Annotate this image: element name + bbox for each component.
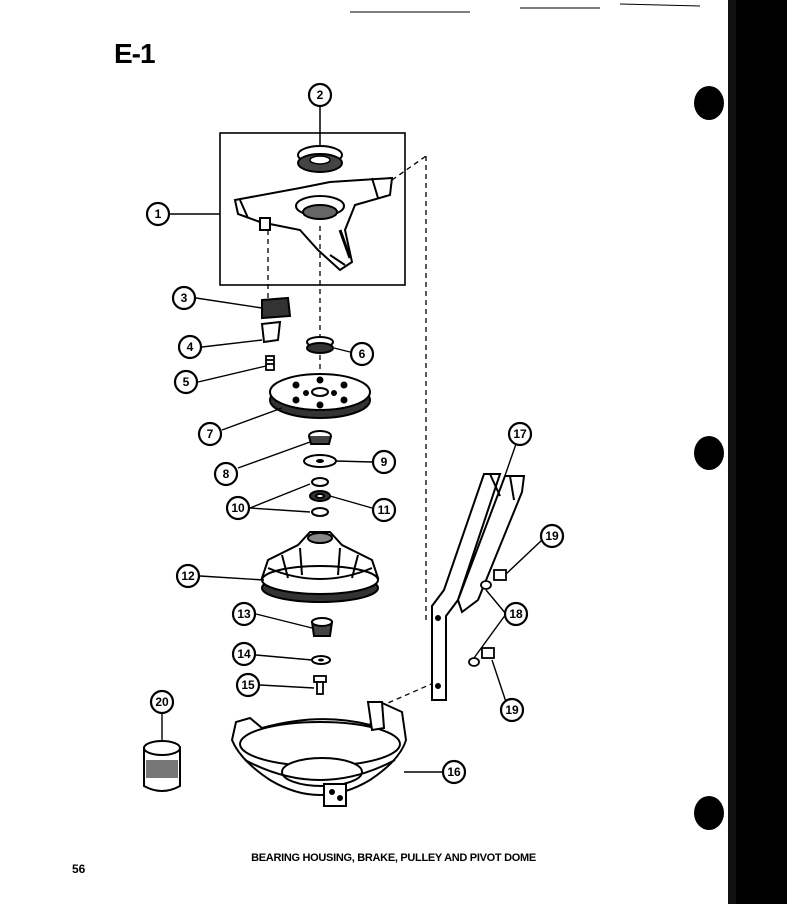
callout-7: 7 bbox=[197, 421, 223, 447]
part-1-group-box bbox=[219, 132, 406, 286]
callout-9: 9 bbox=[371, 449, 397, 475]
part-10-11-washers bbox=[309, 477, 331, 517]
callout-8-label: 8 bbox=[223, 467, 230, 481]
part-17-support-bracket bbox=[431, 473, 526, 701]
alignment-lines bbox=[267, 155, 446, 711]
callout-2-label: 2 bbox=[317, 88, 324, 102]
figure-caption: BEARING HOUSING, BRAKE, PULLEY AND PIVOT… bbox=[251, 852, 536, 864]
callout-13: 13 bbox=[231, 601, 257, 627]
callout-1-label: 1 bbox=[155, 207, 162, 221]
callout-14-label: 14 bbox=[237, 647, 251, 661]
callout-12: 12 bbox=[175, 563, 201, 589]
scan-noise bbox=[350, 3, 701, 13]
part-13-spacer bbox=[310, 617, 334, 637]
callout-16: 16 bbox=[441, 759, 467, 785]
binder-strip bbox=[736, 0, 787, 904]
callout-3-label: 3 bbox=[181, 291, 188, 305]
part-12-pivot-dome bbox=[260, 531, 380, 603]
leader-lines bbox=[161, 213, 543, 773]
callout-3: 3 bbox=[171, 285, 197, 311]
callout-19-upper: 19 bbox=[539, 523, 565, 549]
callout-19-lower: 19 bbox=[499, 697, 525, 723]
part-20-container bbox=[143, 740, 181, 792]
callout-8: 8 bbox=[213, 461, 239, 487]
part-18-19-fasteners bbox=[468, 569, 507, 667]
callout-20-label: 20 bbox=[155, 695, 169, 709]
callout-10: 10 bbox=[225, 495, 251, 521]
callout-11-label: 11 bbox=[378, 503, 391, 517]
callout-12-label: 12 bbox=[181, 569, 195, 583]
callout-6-label: 6 bbox=[359, 347, 366, 361]
callout-5-label: 5 bbox=[183, 375, 190, 389]
page-number: 56 bbox=[72, 862, 86, 876]
callout-10-label: 10 bbox=[231, 501, 245, 515]
callout-4: 4 bbox=[177, 334, 203, 360]
callout-4-label: 4 bbox=[187, 340, 194, 354]
callout-5: 5 bbox=[173, 369, 199, 395]
part-8-hub-nut bbox=[308, 430, 332, 445]
callout-14: 14 bbox=[231, 641, 257, 667]
callout-16-label: 16 bbox=[447, 765, 461, 779]
part-5-screw bbox=[265, 355, 275, 371]
callout-18: 18 bbox=[503, 601, 529, 627]
part-1-bearing-housing bbox=[233, 176, 394, 272]
callout-2: 2 bbox=[307, 82, 333, 108]
scan-edge bbox=[728, 0, 738, 904]
binder-hole-top bbox=[694, 86, 724, 120]
binder-hole-bottom bbox=[694, 796, 724, 830]
part-7-pulley bbox=[269, 373, 371, 419]
callout-19-upper-label: 19 bbox=[545, 529, 559, 543]
callout-15-label: 15 bbox=[241, 678, 255, 692]
binder-hole-middle bbox=[694, 436, 724, 470]
callout-13-label: 13 bbox=[237, 607, 251, 621]
part-16-dome-base bbox=[230, 700, 408, 807]
callout-9-label: 9 bbox=[381, 455, 388, 469]
callout-17: 17 bbox=[507, 421, 533, 447]
part-3-brake-shoe bbox=[261, 296, 292, 320]
callout-17-label: 17 bbox=[513, 427, 527, 441]
part-4-clip bbox=[260, 320, 282, 344]
callout-7-label: 7 bbox=[207, 427, 214, 441]
part-6-bearing bbox=[306, 336, 334, 354]
callout-19-lower-label: 19 bbox=[505, 703, 519, 717]
callout-1: 1 bbox=[145, 201, 171, 227]
callout-11: 11 bbox=[371, 497, 397, 523]
callout-20: 20 bbox=[149, 689, 175, 715]
callout-15: 15 bbox=[235, 672, 261, 698]
page-label: E-1 bbox=[114, 38, 156, 69]
callout-18-label: 18 bbox=[509, 607, 523, 621]
part-2-bearing bbox=[297, 145, 343, 173]
part-15-bolt bbox=[313, 675, 327, 695]
callout-6: 6 bbox=[349, 341, 375, 367]
